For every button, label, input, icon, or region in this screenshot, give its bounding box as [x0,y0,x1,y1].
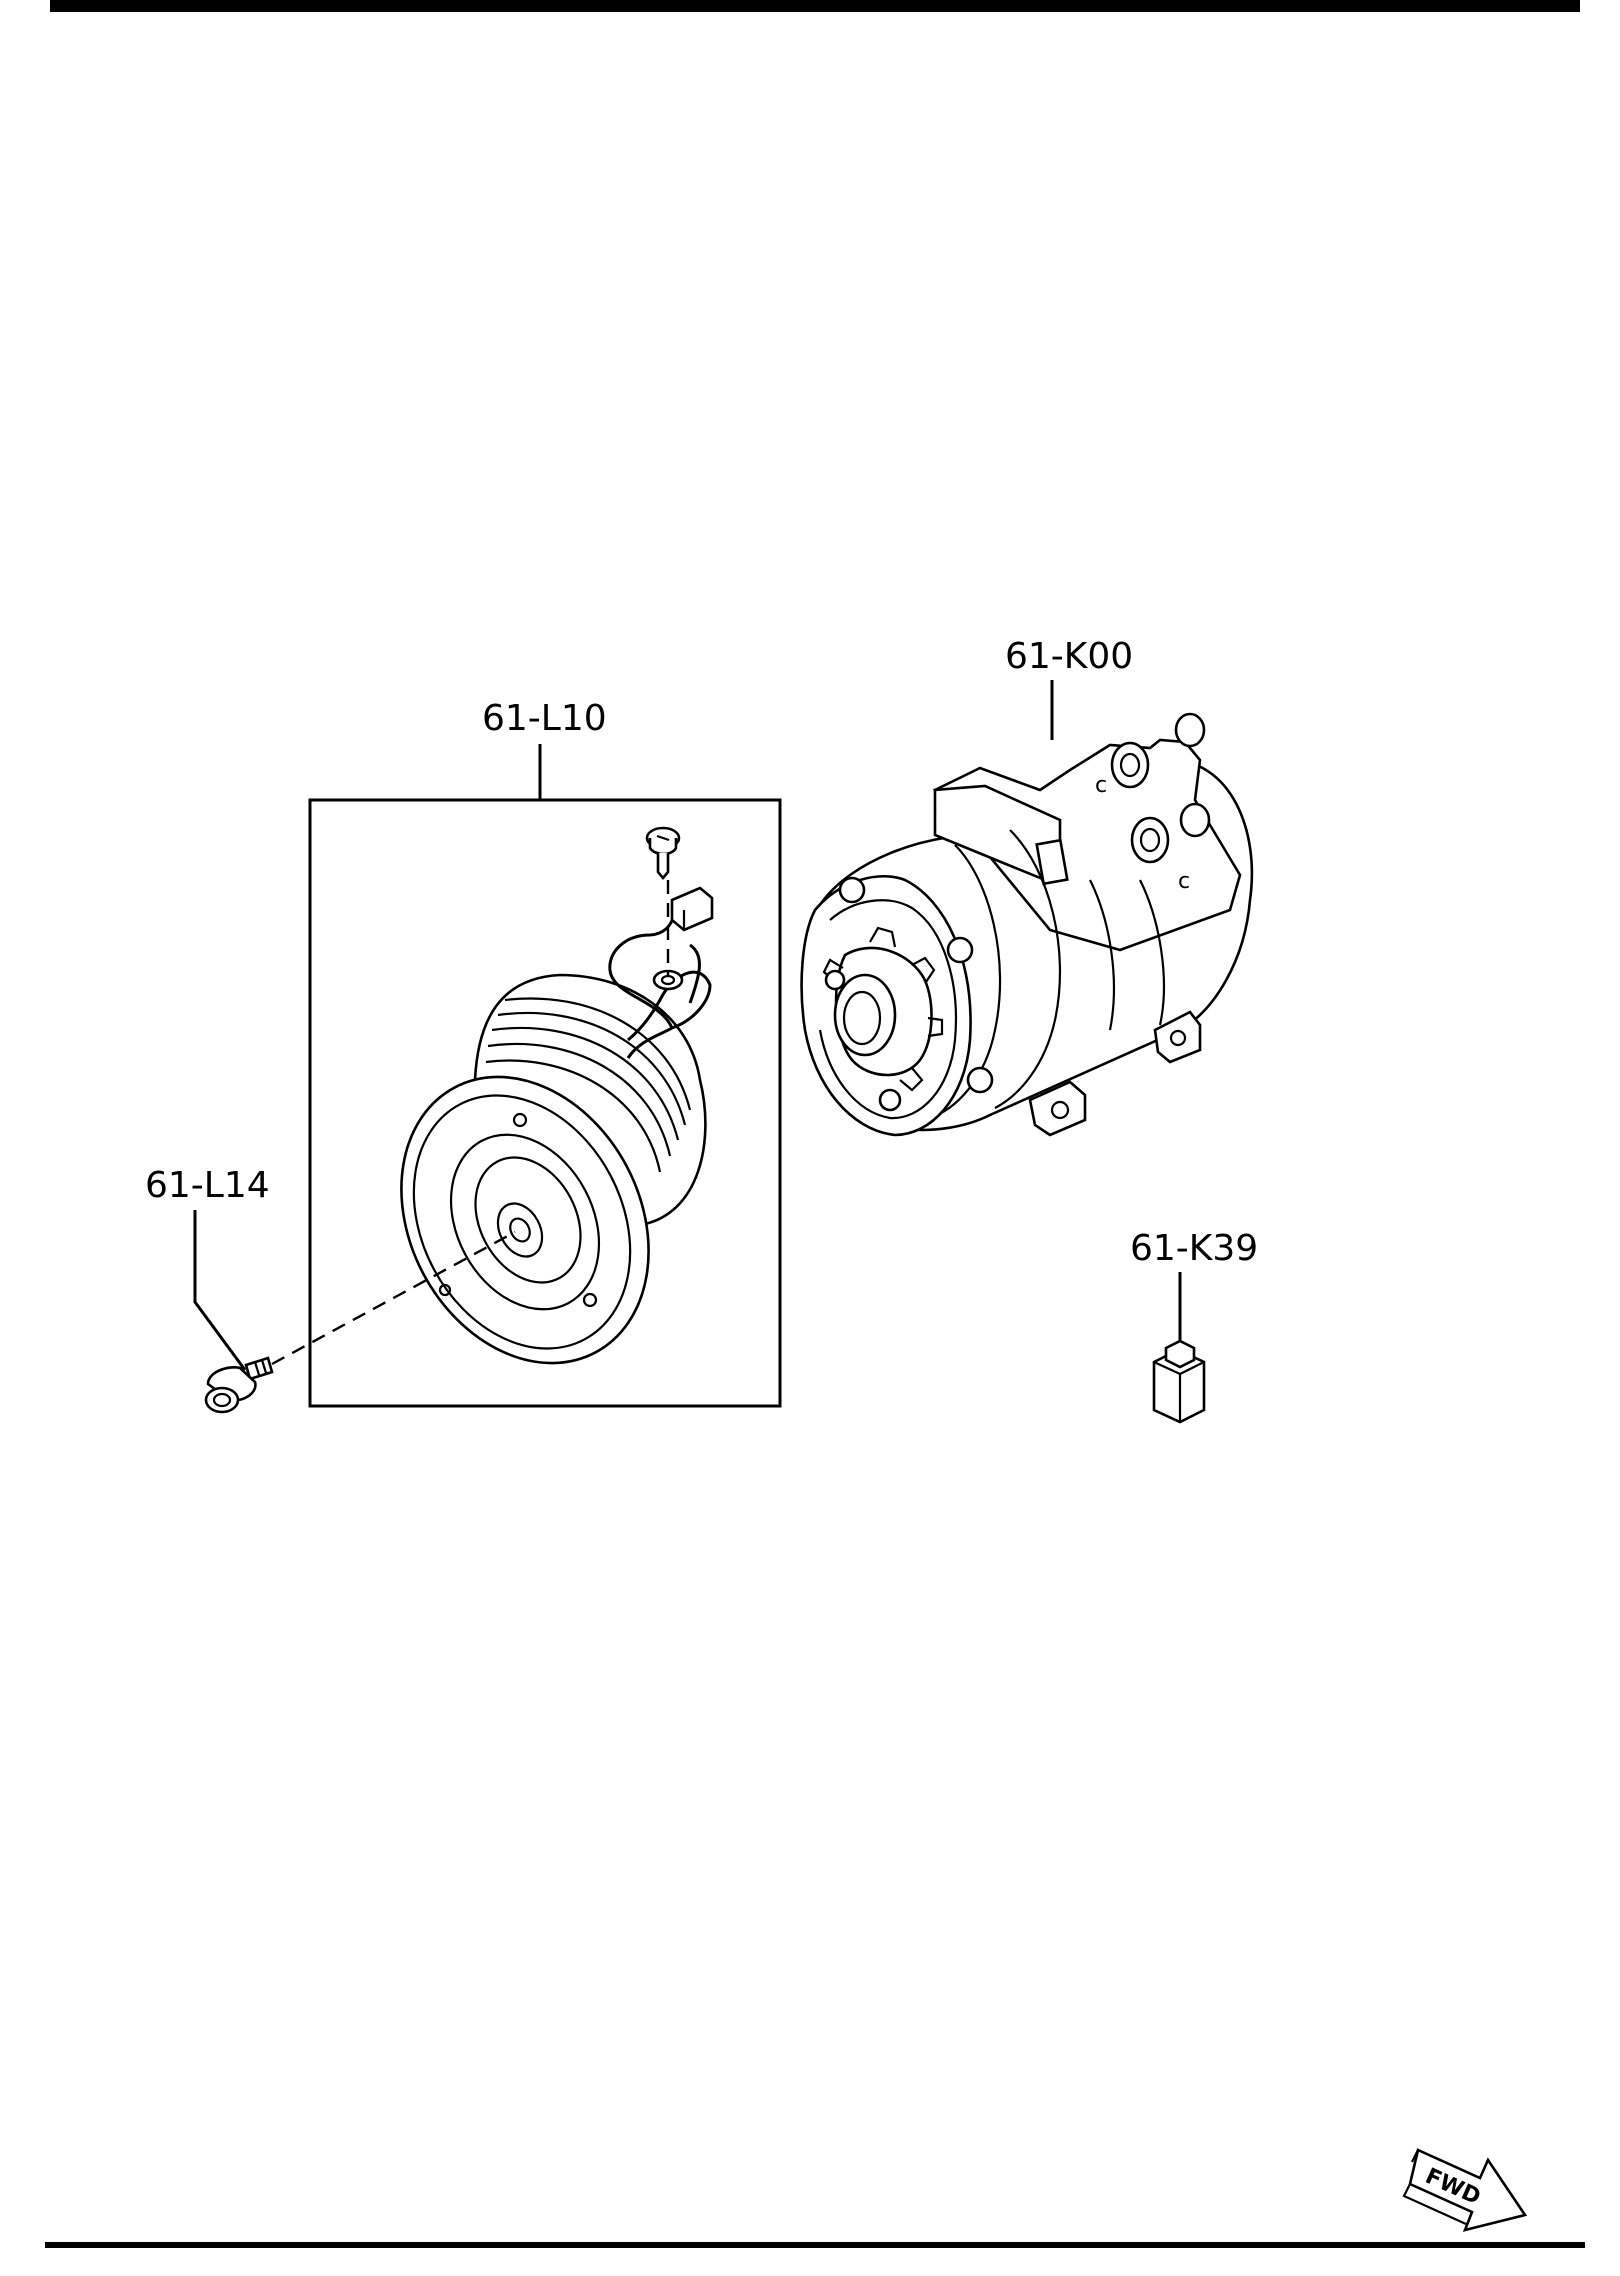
clutch-pulley-illustration [400,973,707,1365]
ground-screw-icon [645,826,681,881]
label-61-l14: 61-L14 [145,1165,270,1206]
leader-lines [193,680,1182,1371]
relief-valve-icon [1152,1339,1206,1424]
forward-arrow-icon: FWD [1402,2148,1528,2232]
bolt-icon [204,1356,274,1414]
svg-text:c: c [1178,869,1190,894]
bolt-dash-line [271,1230,516,1366]
clutch-wire-harness [608,886,714,1059]
label-61-l10: 61-L10 [482,698,607,739]
label-61-k00: 61-K00 [1005,636,1133,677]
compressor-illustration: c c [800,712,1254,1137]
label-61-k39: 61-K39 [1130,1228,1258,1269]
top-rule [50,0,1580,12]
bottom-rule [45,2242,1585,2248]
svg-text:c: c [1095,773,1107,798]
clutch-assembly-frame [308,798,782,1408]
